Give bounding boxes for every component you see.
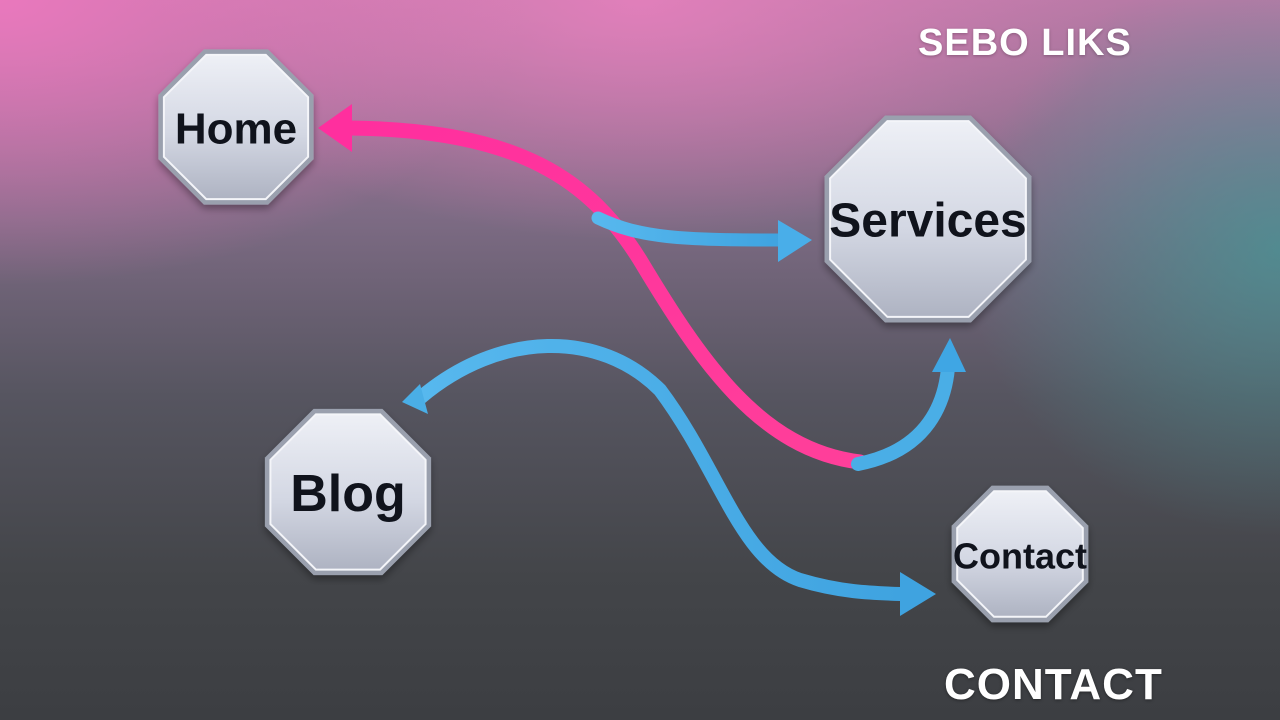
node-contact[interactable]: Contact	[951, 485, 1089, 623]
arrow-head-services	[778, 220, 812, 262]
arrow-head-services-bottom	[932, 338, 966, 372]
arrow-blog-to-contact	[413, 339, 907, 601]
node-blog[interactable]: Blog	[264, 408, 432, 576]
node-home-face	[162, 53, 310, 201]
node-services-face	[829, 120, 1027, 318]
node-blog-face	[269, 413, 427, 571]
node-contact-label: Contact	[953, 536, 1087, 577]
arrow-head-contact	[900, 572, 936, 616]
node-blog-label: Blog	[290, 465, 406, 523]
node-home-label: Home	[175, 105, 297, 154]
arrow-to-services	[591, 211, 787, 247]
node-services-label: Services	[829, 195, 1027, 248]
arrow-to-home	[342, 120, 868, 470]
node-services[interactable]: Services	[824, 115, 1032, 323]
node-home[interactable]: Home	[158, 49, 314, 205]
arrow-head-blog	[402, 384, 428, 414]
arrow-head-home	[318, 104, 352, 152]
brand-title: SEBO LIKS	[918, 22, 1132, 64]
footer-contact-label: CONTACT	[944, 660, 1163, 709]
node-contact-face	[956, 490, 1084, 618]
arrow-up-services	[851, 361, 955, 471]
